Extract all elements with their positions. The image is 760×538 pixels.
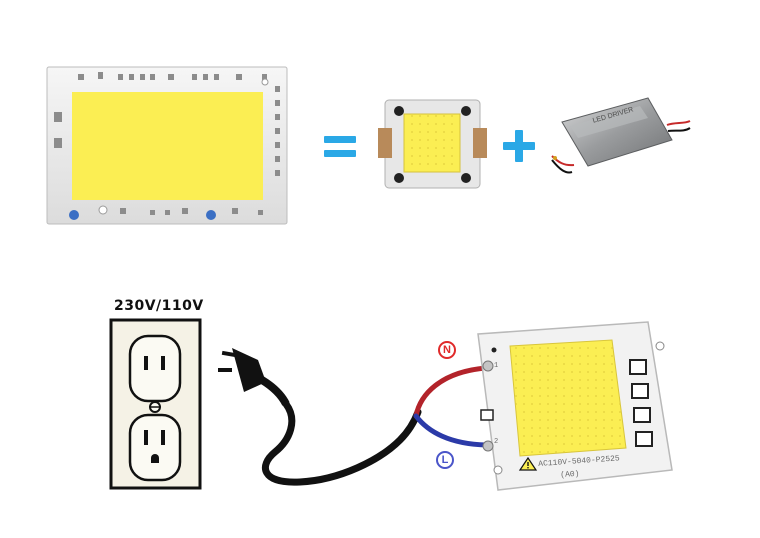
small-led-module <box>378 99 487 189</box>
equals-sign-icon <box>324 136 356 157</box>
power-plug-icon <box>218 348 290 406</box>
l-marker <box>436 451 454 469</box>
n-marker-label: N <box>443 344 451 356</box>
chip-sub-text: (A0) <box>560 469 580 480</box>
ac-cob-chip <box>477 321 673 491</box>
warning-triangle-icon <box>518 456 538 471</box>
blue-wire-l <box>413 413 489 448</box>
pad-label-2: 2 <box>494 438 499 446</box>
n-marker <box>438 341 456 359</box>
plus-sign-icon <box>503 130 535 162</box>
led-driver <box>551 97 691 174</box>
wall-outlet <box>109 318 202 490</box>
large-cob-module <box>46 66 288 225</box>
l-marker-label: L <box>441 454 449 466</box>
red-wire-n <box>413 365 489 419</box>
power-cord <box>261 400 422 486</box>
pad-label-1: 1 <box>494 362 499 370</box>
voltage-label: 230V/110V <box>114 298 204 314</box>
